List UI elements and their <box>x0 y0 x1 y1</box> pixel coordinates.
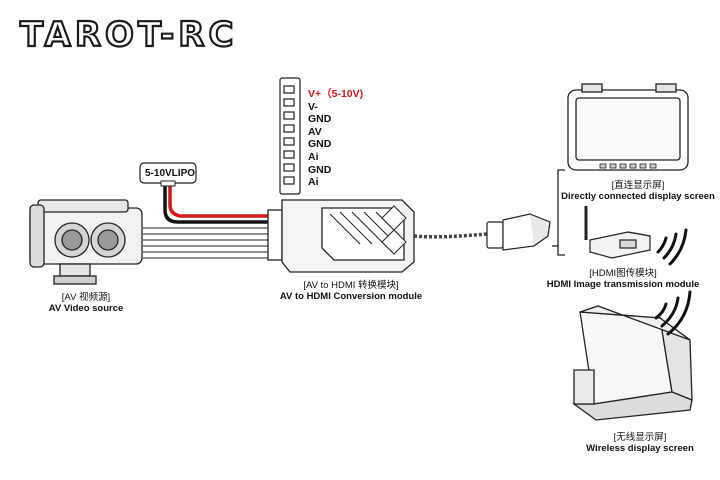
output-bracket <box>552 169 565 256</box>
wireless-signal-icon <box>656 228 688 266</box>
logo-wordmark: TAROT-RC <box>20 15 237 55</box>
pin-label: Ai <box>308 176 319 189</box>
pin-label: Ai <box>308 150 319 163</box>
caption-en: AV to HDMI Conversion module <box>279 291 423 302</box>
converter-module <box>267 199 415 273</box>
caption-cn: [无线显示屏] <box>613 432 667 443</box>
caption-cn: [直连显示屏] <box>611 180 665 191</box>
pinout-list: V+（5-10V) V- GND AV GND Ai GND Ai <box>308 88 363 189</box>
hdmi-tx-caption: [HDMI图传模块] HDMI Image transmission modul… <box>530 268 716 290</box>
caption-en: HDMI Image transmission module <box>546 279 700 290</box>
wireless-display-illustration <box>572 305 693 421</box>
hdmi-cable <box>413 232 489 239</box>
caption-en: AV Video source <box>48 303 124 314</box>
hdmi-plug <box>486 213 551 251</box>
power-leads <box>163 185 272 224</box>
pin-label: AV <box>308 125 322 138</box>
direct-display-illustration <box>567 83 689 171</box>
pin-label: V+（5-10V) <box>308 88 364 100</box>
caption-cn: [AV to HDMI 转换模块] <box>303 280 399 291</box>
pin-header <box>279 77 301 195</box>
av-signal-cable <box>143 227 272 259</box>
pin-label: GND <box>308 163 332 176</box>
caption-en: Wireless display screen <box>586 443 694 454</box>
direct-screen-caption: [直连显示屏] Directly connected display scree… <box>556 180 720 202</box>
converter-caption: [AV to HDMI 转换模块] AV to HDMI Conversion … <box>266 280 436 302</box>
camera-illustration <box>29 199 143 285</box>
caption-cn: [HDMI图传模块] <box>589 268 657 279</box>
caption-en: Directly connected display screen <box>561 191 715 202</box>
caption-cn: [AV 视频源] <box>61 292 111 303</box>
battery-label: 5-10VLIPO <box>145 168 196 179</box>
wireless-signal-icon <box>654 290 692 336</box>
pin-label: GND <box>308 113 332 126</box>
wireless-screen-caption: [无线显示屏] Wireless display screen <box>572 432 708 454</box>
pin-label: GND <box>308 138 332 151</box>
tarot-rc-logo: TAROT-RC <box>19 14 237 56</box>
pin-label: V- <box>308 100 318 113</box>
battery-connector <box>139 162 197 187</box>
av-source-caption: [AV 视频源] AV Video source <box>30 292 142 314</box>
hdmi-transmitter-illustration <box>584 206 651 259</box>
